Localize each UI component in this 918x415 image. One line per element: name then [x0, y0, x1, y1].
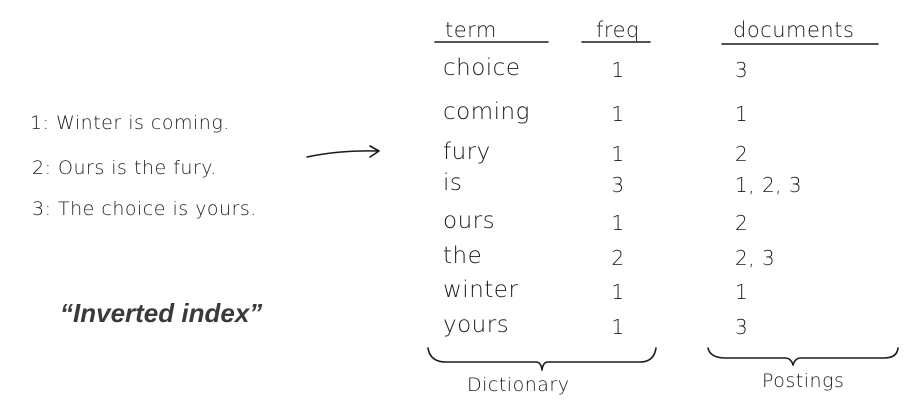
postings-brace	[707, 347, 899, 366]
term-cell: choice	[443, 55, 521, 81]
header-freq: freq	[596, 18, 640, 42]
term-cell: coming	[443, 99, 530, 125]
term-cell: is	[443, 170, 463, 196]
document-2: 2: Ours is the fury.	[32, 157, 217, 179]
dictionary-label: Dictionary	[467, 374, 570, 396]
header-term: term	[445, 18, 497, 42]
freq-cell: 2	[611, 246, 625, 270]
freq-cell: 1	[611, 315, 625, 339]
documents-cell: 2	[735, 142, 749, 166]
term-cell: ours	[443, 208, 496, 234]
documents-cell: 1, 2, 3	[735, 173, 803, 197]
term-cell: yours	[443, 312, 510, 338]
freq-cell: 1	[611, 142, 625, 166]
documents-cell: 2	[735, 211, 749, 235]
documents-cell: 1	[735, 280, 749, 304]
postings-label: Postings	[762, 370, 845, 392]
documents-cell: 2, 3	[735, 246, 776, 270]
term-cell: the	[443, 243, 483, 269]
documents-cell: 3	[735, 58, 749, 82]
arrow-icon	[306, 145, 380, 158]
header-documents: documents	[733, 18, 855, 42]
inverted-index-caption: “Inverted index”	[60, 298, 263, 328]
freq-cell: 1	[611, 58, 625, 82]
document-3: 3: The choice is yours.	[32, 198, 257, 220]
documents-cell: 1	[735, 102, 749, 126]
term-cell: fury	[443, 139, 491, 165]
freq-cell: 1	[611, 280, 625, 304]
document-1: 1: Winter is coming.	[30, 112, 230, 134]
freq-cell: 3	[611, 173, 625, 197]
documents-cell: 3	[735, 315, 749, 339]
term-cell: winter	[443, 277, 519, 303]
dictionary-brace	[427, 347, 657, 371]
freq-cell: 1	[611, 102, 625, 126]
freq-cell: 1	[611, 211, 625, 235]
